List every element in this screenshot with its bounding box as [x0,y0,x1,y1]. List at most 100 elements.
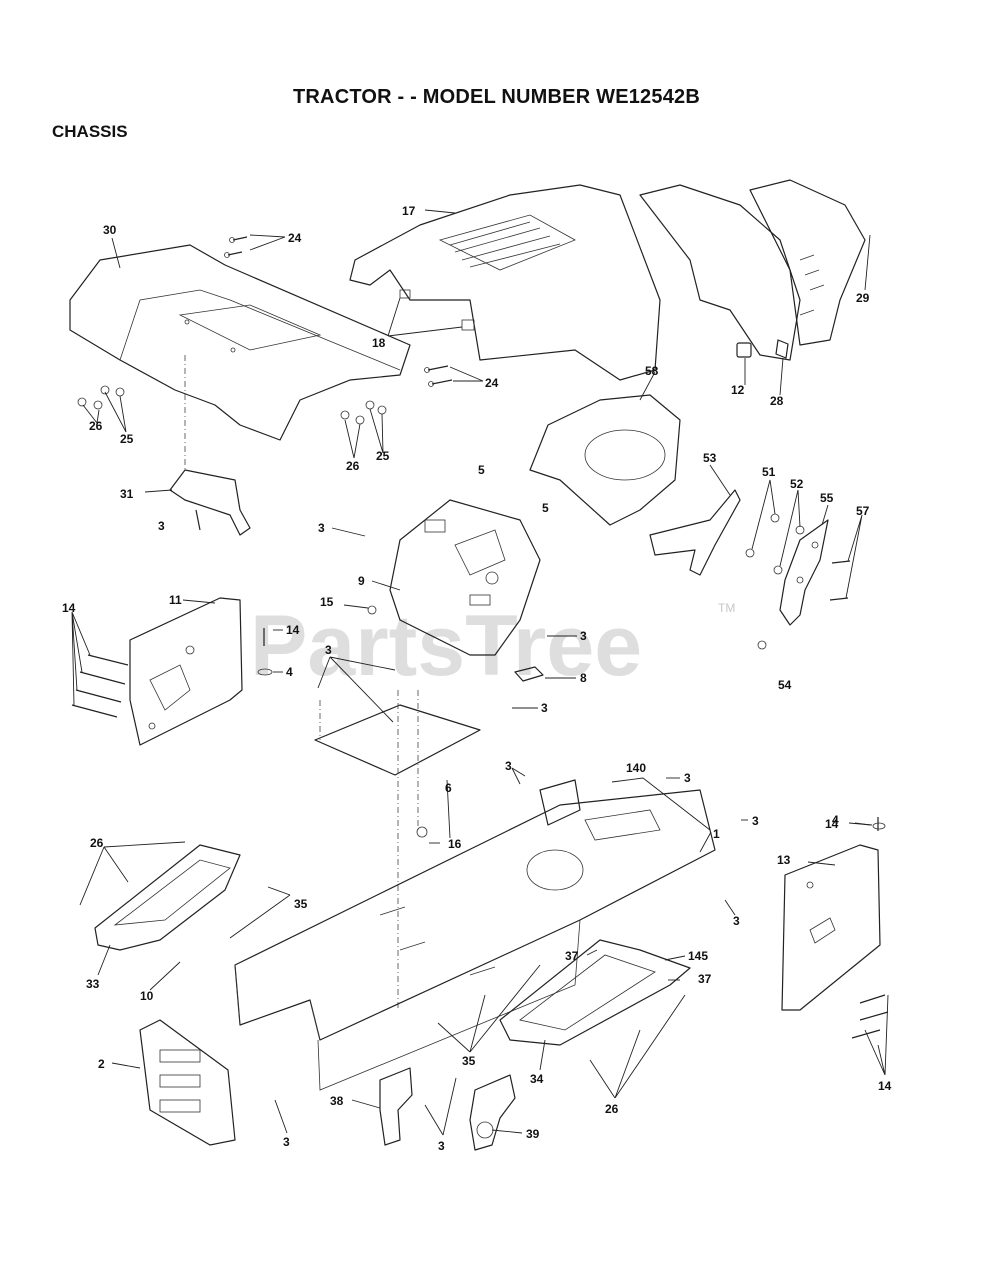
callout-28[interactable]: 28 [770,394,784,408]
callout-14-mid[interactable]: 14 [286,623,300,637]
washers-part-25-26-right[interactable] [340,400,387,425]
callout-52[interactable]: 52 [790,477,804,491]
fender-part-30[interactable] [69,244,411,441]
side-panel-part-11[interactable] [129,597,243,746]
callout-53[interactable]: 53 [703,451,717,465]
hardware-part-51-52[interactable] [745,513,805,575]
callout-51[interactable]: 51 [762,465,776,479]
dash-panel-part-9[interactable] [389,499,541,656]
callout-6[interactable]: 6 [445,781,452,795]
callout-35-b[interactable]: 35 [462,1054,476,1068]
callout-3-c[interactable]: 3 [580,629,587,643]
callout-35-a[interactable]: 35 [294,897,308,911]
callout-57[interactable]: 57 [856,504,870,518]
callout-3-b[interactable]: 3 [318,521,325,535]
grille-part-29[interactable] [639,179,866,361]
callout-14-right-top[interactable]: 14 [825,817,839,831]
callout-25-left[interactable]: 25 [120,432,134,446]
callout-3-f[interactable]: 3 [505,759,512,773]
page-title: TRACTOR - - MODEL NUMBER WE12542B [292,86,700,108]
callout-8[interactable]: 8 [580,671,587,685]
washers-part-25-26-left[interactable] [77,385,125,410]
bumper-part-28[interactable] [775,339,789,359]
callout-5-top[interactable]: 5 [478,463,485,477]
nut-part-16[interactable] [416,826,428,838]
callout-5-mid[interactable]: 5 [542,501,549,515]
callout-3-j[interactable]: 3 [438,1139,445,1153]
bracket-part-140[interactable] [539,779,581,826]
clip-part-8[interactable] [514,666,544,682]
callout-3-g[interactable]: 3 [684,771,691,785]
bracket-part-53[interactable] [649,489,741,576]
watermark-trademark: TM [718,601,735,615]
callout-37-a[interactable]: 37 [565,949,579,963]
callout-11[interactable]: 11 [169,593,182,607]
callout-3-a[interactable]: 3 [158,519,165,533]
callout-13[interactable]: 13 [777,853,791,867]
callout-4-left[interactable]: 4 [286,665,293,679]
callout-3-d[interactable]: 3 [325,643,332,657]
callout-26-right[interactable]: 26 [346,459,360,473]
callout-55[interactable]: 55 [820,491,834,505]
bolts-part-14-right[interactable] [851,994,889,1039]
bolt-part-54[interactable] [757,640,767,650]
callout-24-mid[interactable]: 24 [485,376,499,390]
callout-140[interactable]: 140 [626,761,646,775]
clip-part-12[interactable] [736,342,752,358]
bracket-part-39[interactable] [469,1074,516,1151]
callout-3-h[interactable]: 3 [752,814,759,828]
callout-18[interactable]: 18 [372,336,386,350]
bolts-part-57[interactable] [829,560,851,601]
bolts-part-24-mid[interactable] [424,365,453,387]
hardware-part-15[interactable] [367,605,377,615]
callout-15[interactable]: 15 [320,595,334,609]
callout-16[interactable]: 16 [448,837,462,851]
main-frame-part-1[interactable] [234,789,716,1091]
callout-38[interactable]: 38 [330,1094,344,1108]
callout-12[interactable]: 12 [731,383,745,397]
callout-24-top[interactable]: 24 [288,231,302,245]
callout-4-right[interactable]: 4 [832,813,839,827]
callout-29[interactable]: 29 [856,291,870,305]
callout-3-k[interactable]: 3 [283,1135,290,1149]
floor-plate-part-6[interactable] [314,704,481,776]
callout-26-c[interactable]: 26 [90,836,104,850]
hood-part-17[interactable] [349,184,661,381]
callout-34[interactable]: 34 [530,1072,544,1086]
plate-part-55[interactable] [779,519,829,626]
callout-3-e[interactable]: 3 [541,701,548,715]
bolt-part-14-mid[interactable] [257,628,273,676]
section-title: CHASSIS [52,122,128,141]
callout-26-d[interactable]: 26 [605,1102,619,1116]
callout-14-left[interactable]: 14 [62,601,76,615]
callout-54[interactable]: 54 [778,678,792,692]
callout-30[interactable]: 30 [103,223,117,237]
callout-9[interactable]: 9 [358,574,365,588]
bolts-part-24-top[interactable] [224,236,248,258]
callout-10[interactable]: 10 [140,989,154,1003]
bracket-part-2[interactable] [139,1019,236,1146]
bracket-part-38[interactable] [379,1067,413,1146]
callout-39[interactable]: 39 [526,1127,540,1141]
shroud-part-58[interactable] [529,394,681,526]
footrest-part-33[interactable] [94,844,241,951]
callout-1[interactable]: 1 [713,827,720,841]
callout-58[interactable]: 58 [645,364,659,378]
callout-145[interactable]: 145 [688,949,708,963]
callout-3-i[interactable]: 3 [733,914,740,928]
callout-14-right-bottom[interactable]: 14 [878,1079,892,1093]
callout-33[interactable]: 33 [86,977,100,991]
side-panel-part-13[interactable] [781,844,881,1011]
callout-2[interactable]: 2 [98,1057,105,1071]
hardware-part-14-4-right[interactable] [872,817,886,831]
footrest-part-34[interactable] [499,939,691,1046]
callout-labels: 30 24 17 29 18 24 12 28 25 26 26 25 58 5… [62,204,892,1153]
bolts-part-14-left[interactable] [71,654,129,718]
callout-26-left[interactable]: 26 [89,419,103,433]
callout-17[interactable]: 17 [402,204,416,218]
callout-37-b[interactable]: 37 [698,972,712,986]
callout-31[interactable]: 31 [120,487,134,501]
bracket-part-31[interactable] [169,469,251,536]
callout-25-right[interactable]: 25 [376,449,390,463]
